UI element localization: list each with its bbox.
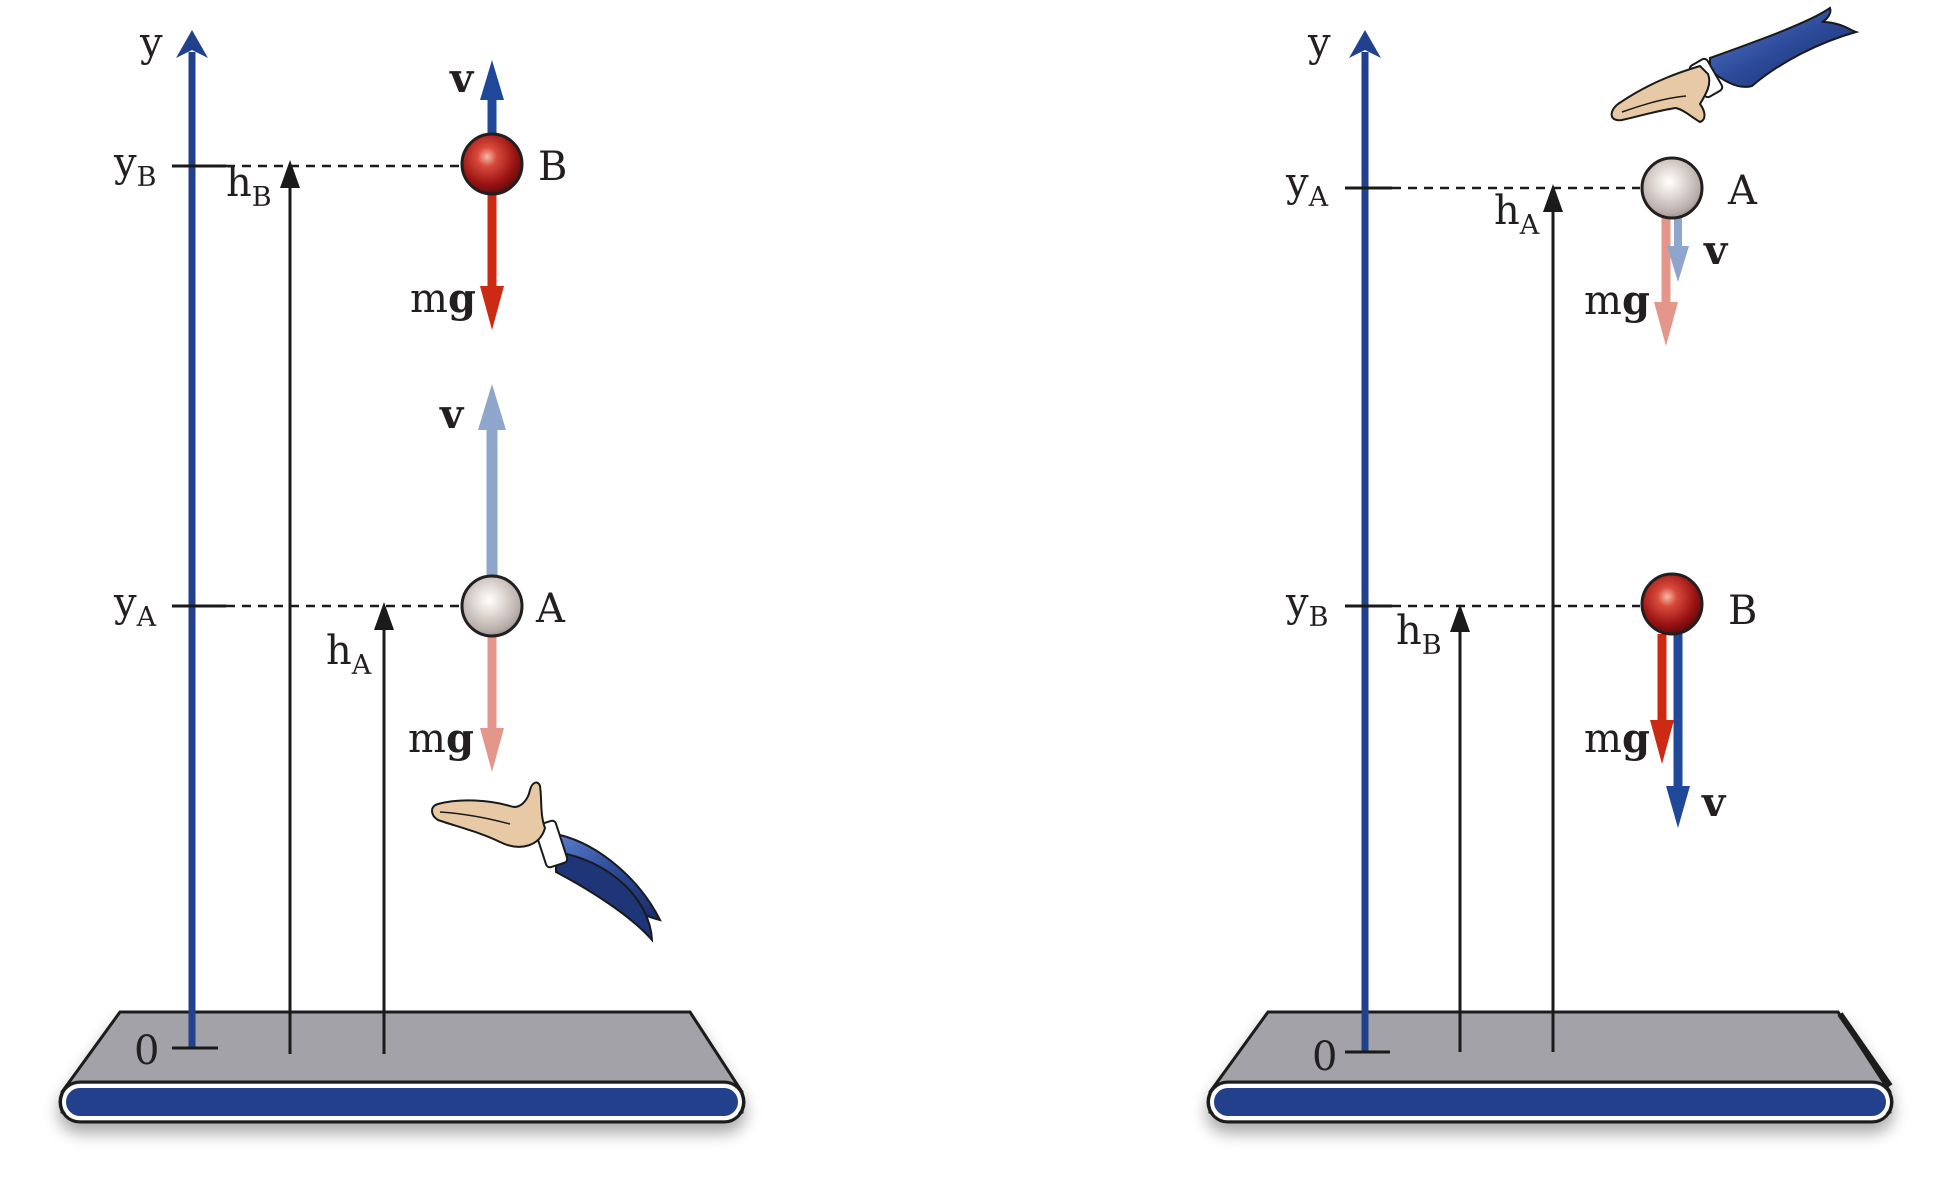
hand-icon (431, 781, 662, 943)
table-icon (58, 1010, 746, 1124)
y-level-label: yA (1285, 160, 1329, 213)
ball-icon (460, 132, 524, 196)
y-axis-right (1345, 30, 1390, 1054)
point-label: A (1727, 168, 1758, 214)
y-axis-label: y (1307, 20, 1331, 66)
velocity-vector (1667, 214, 1689, 282)
weight-vector (480, 636, 504, 772)
point-label: A (535, 586, 566, 632)
point-label: B (1728, 588, 1757, 634)
velocity-label: v (449, 55, 475, 102)
ball-icon (1640, 572, 1704, 636)
velocity-vector (1666, 634, 1690, 828)
weight-label: mg (1584, 277, 1650, 324)
weight-vector (1650, 634, 1674, 764)
weight-vector (1654, 214, 1678, 346)
table-icon (1206, 1010, 1894, 1124)
origin-label: 0 (134, 1028, 159, 1074)
height-arrow-hA (1543, 184, 1563, 1052)
velocity-label: v (1701, 779, 1727, 826)
right-panel: y 0 yA yB hA hB v mg (1206, 6, 1894, 1124)
y-level-label: yB (113, 140, 156, 193)
hand-icon (1610, 6, 1860, 124)
height-label: hB (226, 160, 272, 213)
velocity-label: v (1703, 227, 1729, 274)
height-label: hB (1396, 608, 1442, 661)
y-axis-label: y (139, 20, 163, 66)
velocity-vector (480, 60, 504, 136)
y-axis-left (172, 30, 218, 1050)
height-label: hA (326, 628, 372, 681)
y-level-label: yA (113, 580, 157, 633)
height-arrow-hA (374, 602, 394, 1054)
left-panel: y 0 yB yA hB hA v mg (58, 20, 746, 1124)
point-label: B (538, 144, 567, 190)
y-level-label: yB (1285, 580, 1328, 633)
weight-label: mg (410, 275, 476, 322)
height-arrow-hB (1450, 604, 1470, 1052)
ball-icon (1640, 156, 1704, 220)
velocity-label: v (439, 391, 465, 438)
weight-vector (480, 192, 504, 330)
weight-label: mg (1584, 715, 1650, 762)
height-arrow-hB (280, 160, 300, 1054)
ball-icon (460, 574, 524, 638)
velocity-vector (478, 384, 506, 576)
origin-label: 0 (1312, 1034, 1337, 1080)
height-label: hA (1494, 188, 1540, 241)
weight-label: mg (408, 715, 474, 762)
